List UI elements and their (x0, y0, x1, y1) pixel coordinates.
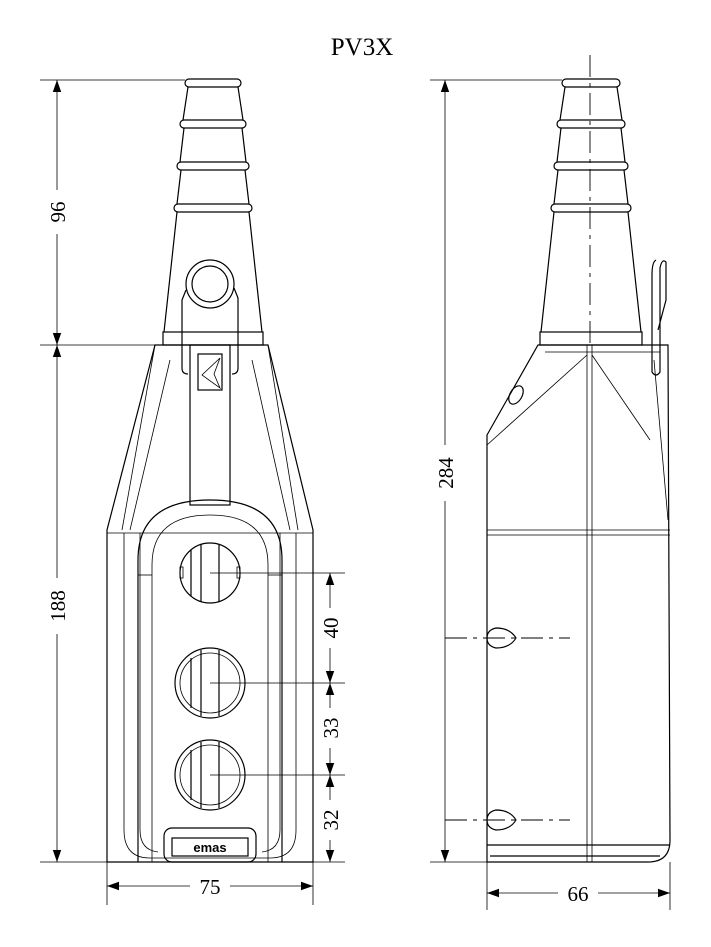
dim-button-spacing-1: 40 (319, 618, 343, 639)
dim-button-bottom: 32 (319, 810, 343, 831)
dim-depth: 66 (568, 882, 589, 906)
brand-logo: emas (163, 827, 257, 863)
logo-text: emas (193, 840, 226, 855)
cable-gland (162, 78, 264, 346)
drawing-title: PV3X (331, 34, 394, 61)
dim-total-height: 284 (434, 457, 458, 489)
side-clip (651, 259, 667, 376)
front-view: emas 96 188 40 33 32 75 (40, 78, 345, 905)
side-view: 284 66 (430, 55, 671, 910)
side-dimensions: 284 66 (430, 79, 671, 910)
side-cable-gland (539, 78, 643, 346)
dim-button-spacing-2: 33 (319, 718, 343, 739)
hanging-ring (181, 259, 239, 506)
dim-gland-height: 96 (46, 202, 70, 223)
dim-width: 75 (200, 875, 221, 899)
front-dimensions: 96 188 40 33 32 75 (40, 79, 345, 905)
side-enclosure-body (486, 344, 671, 863)
dim-body-height: 188 (46, 590, 70, 622)
